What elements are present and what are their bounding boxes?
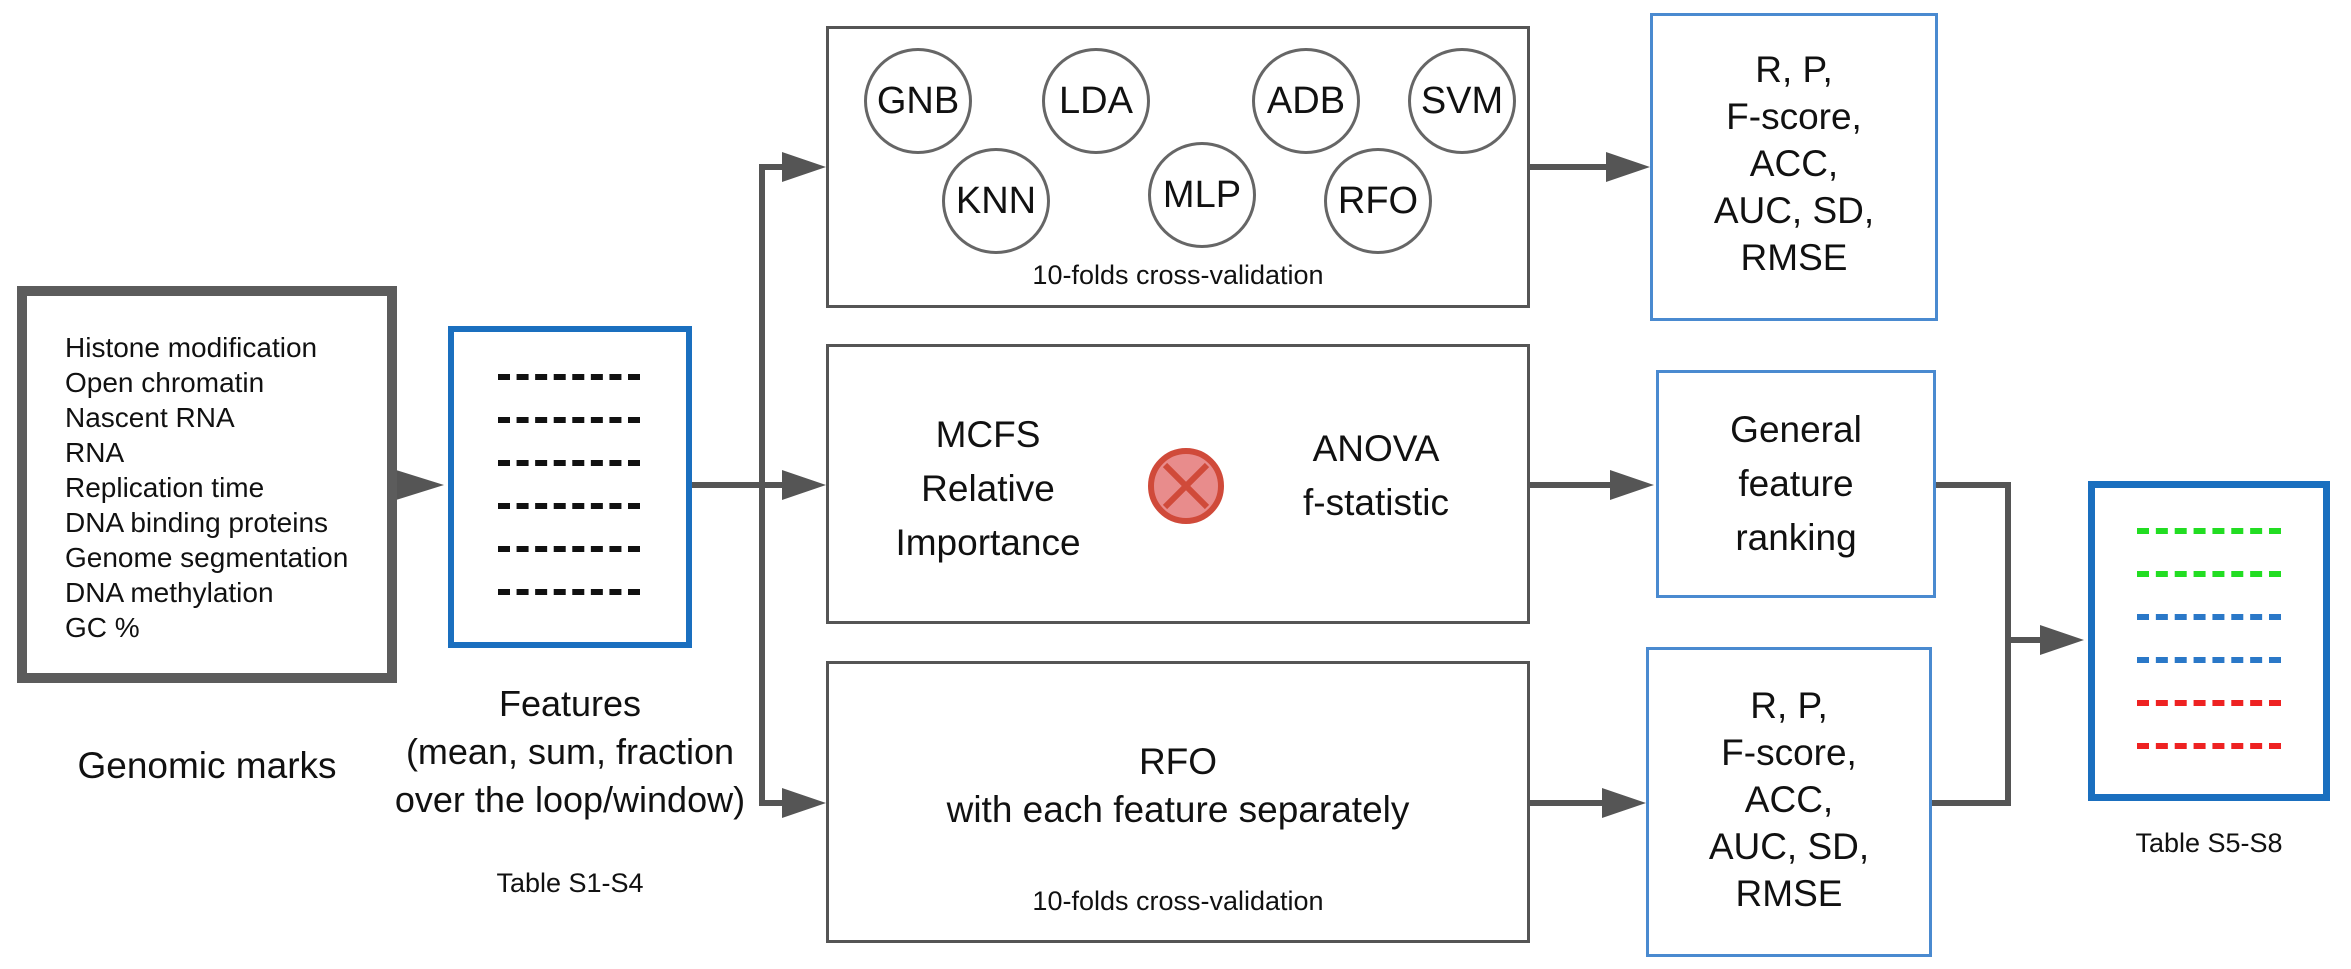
rfo-single-box: [826, 661, 1530, 943]
genomic-mark-item: RNA: [65, 437, 125, 468]
mcfs-line: MCFS: [935, 414, 1041, 455]
feature-dash: [498, 417, 640, 423]
model-svm-circle: SVM: [1408, 48, 1516, 154]
rfo-single-title: RFO: [1138, 741, 1218, 782]
model-gnb-circle: GNB: [864, 48, 972, 154]
arrowhead-to-features: [396, 470, 444, 500]
model-adb-circle: ADB: [1252, 48, 1360, 154]
metric-line: ACC,: [1744, 779, 1834, 820]
output-dash: [2137, 743, 2281, 749]
features-table-box: [448, 326, 692, 648]
output-dash: [2137, 657, 2281, 663]
features-subtitle-2: over the loop/window): [394, 779, 746, 820]
arrowhead-to-output: [2040, 625, 2084, 655]
features-table-label: Table S1-S4: [496, 868, 644, 898]
feature-dash: [498, 589, 640, 595]
rfo-single-text: RFO with each feature separately: [826, 738, 1530, 834]
anova-line: f-statistic: [1303, 482, 1449, 523]
metric-line: F-score,: [1726, 96, 1862, 137]
metric-line: RMSE: [1740, 237, 1848, 278]
ranking-line: General: [1730, 409, 1862, 450]
output-table-box: [2088, 481, 2330, 801]
anova-line: ANOVA: [1312, 428, 1440, 469]
output-table-label: Table S5-S8: [2135, 828, 2283, 858]
feature-dash: [498, 546, 640, 552]
metric-line: RMSE: [1735, 873, 1843, 914]
arrowhead-to-metrics-top: [1606, 152, 1650, 182]
ranking-line: ranking: [1735, 517, 1857, 558]
metrics-bottom-text: R, P, F-score, ACC, AUC, SD, RMSE: [1649, 682, 1929, 917]
mcfs-line: Relative: [921, 468, 1055, 509]
mcfs-line: Importance: [895, 522, 1081, 563]
features-title: Features: [498, 683, 642, 724]
metric-line: R, P,: [1750, 685, 1828, 726]
model-mlp-circle: MLP: [1148, 142, 1256, 248]
ranking-line: feature: [1738, 463, 1854, 504]
genomic-mark-item: Genome segmentation: [65, 542, 349, 573]
genomic-mark-item: GC %: [65, 612, 140, 643]
output-dash: [2137, 614, 2281, 620]
metric-line: R, P,: [1755, 49, 1833, 90]
feature-dash: [498, 460, 640, 466]
anova-label: ANOVA f-statistic: [1254, 422, 1498, 530]
output-dash: [2137, 571, 2281, 577]
metrics-bottom-box: R, P, F-score, ACC, AUC, SD, RMSE: [1646, 647, 1932, 957]
merge-symbol-icon: [1148, 448, 1224, 524]
arrowhead-to-metrics-bottom: [1602, 788, 1646, 818]
genomic-mark-item: Nascent RNA: [65, 402, 235, 433]
metrics-top-text: R, P, F-score, ACC, AUC, SD, RMSE: [1653, 46, 1935, 281]
arrowhead-to-rfo: [782, 788, 826, 818]
output-dash: [2137, 528, 2281, 534]
genomic-mark-item: Replication time: [65, 472, 265, 503]
mcfs-label: MCFS Relative Importance: [860, 408, 1116, 570]
metrics-top-box: R, P, F-score, ACC, AUC, SD, RMSE: [1650, 13, 1938, 321]
ranking-text: General feature ranking: [1659, 403, 1933, 565]
genomic-marks-list: Histone modification Open chromatin Nasc…: [65, 330, 348, 645]
genomic-mark-item: DNA binding proteins: [65, 507, 329, 538]
model-rfo-circle: RFO: [1324, 148, 1432, 254]
metric-line: F-score,: [1721, 732, 1857, 773]
rfo-cv-label: 10-folds cross-validation: [1032, 886, 1324, 916]
features-caption: Features (mean, sum, fraction over the l…: [370, 680, 770, 824]
metric-line: ACC,: [1749, 143, 1839, 184]
genomic-mark-item: Histone modification: [65, 332, 318, 363]
arrowhead-to-classifiers: [782, 152, 826, 182]
genomic-mark-item: Open chromatin: [65, 367, 265, 398]
metric-line: AUC, SD,: [1713, 190, 1875, 231]
output-dash: [2137, 700, 2281, 706]
ranking-box: General feature ranking: [1656, 370, 1936, 598]
connector-ranking-to-merge: [1933, 482, 2011, 643]
arrowhead-to-importance: [782, 470, 826, 500]
connector-metrics-to-merge: [1929, 637, 2011, 806]
metric-line: AUC, SD,: [1708, 826, 1870, 867]
feature-dash: [498, 503, 640, 509]
rfo-single-subtitle: with each feature separately: [946, 789, 1410, 830]
model-lda-circle: LDA: [1042, 48, 1150, 154]
model-knn-circle: KNN: [942, 148, 1050, 254]
classifiers-cv-label: 10-folds cross-validation: [1032, 260, 1324, 290]
genomic-marks-box: Histone modification Open chromatin Nasc…: [17, 286, 397, 683]
genomic-marks-label: Genomic marks: [77, 745, 337, 786]
arrowhead-to-ranking: [1610, 470, 1654, 500]
feature-dash: [498, 374, 640, 380]
genomic-mark-item: DNA methylation: [65, 577, 274, 608]
features-subtitle-1: (mean, sum, fraction: [405, 731, 735, 772]
